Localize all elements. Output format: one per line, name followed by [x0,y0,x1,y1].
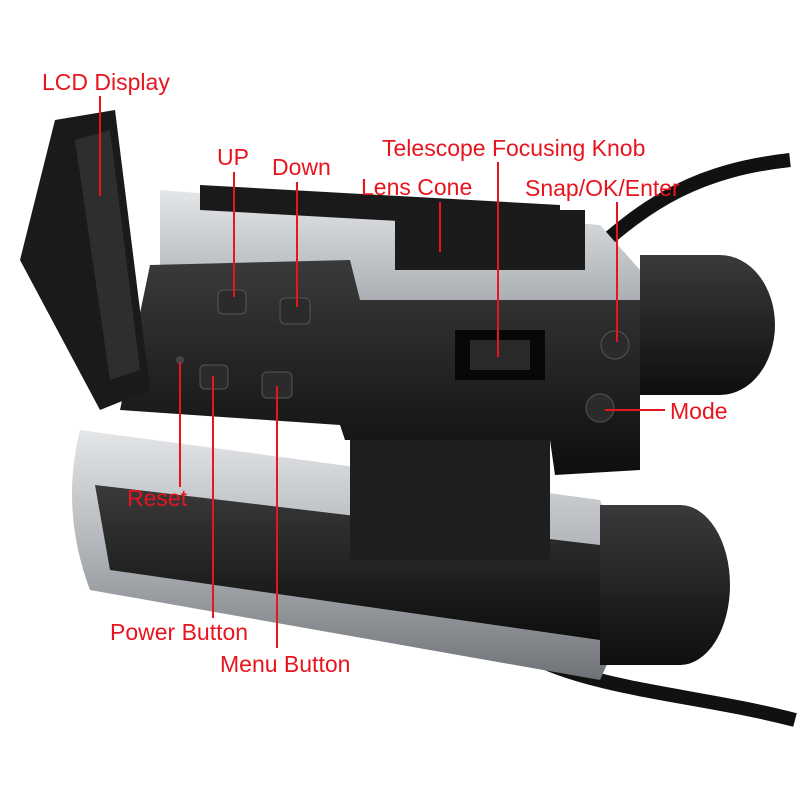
down-pointer [296,182,298,307]
label-reset: Reset [127,485,188,511]
menu-pointer [276,386,278,648]
lens-cone [395,210,585,270]
down-button [279,297,311,325]
label-lens-cone: Lens Cone [361,174,473,200]
up-pointer [233,172,235,297]
label-up: UP [217,144,249,170]
label-menu-button: Menu Button [220,651,351,677]
reset-pointer [179,362,181,487]
label-snap-ok-enter: Snap/OK/Enter [525,175,680,201]
lens-cone-pointer [439,202,441,252]
power-pointer [212,376,214,618]
lcd-display-pointer [99,96,101,196]
snap-pointer [616,202,618,342]
reset-hole [176,356,184,364]
label-telescope-focusing-knob: Telescope Focusing Knob [382,135,646,161]
focusing-knob-pointer [497,162,499,357]
mode-pointer [605,409,665,411]
mode-button [585,393,615,423]
camera-panel [120,260,640,475]
label-power-button: Power Button [110,619,249,645]
snap-button [600,330,630,360]
lower-grip-panel [350,430,550,560]
up-button [217,289,247,315]
label-mode: Mode [670,398,728,424]
label-lcd-display: LCD Display [42,69,170,95]
label-down: Down [272,154,331,180]
neck-strap-top [585,153,791,261]
power-button [199,364,229,390]
